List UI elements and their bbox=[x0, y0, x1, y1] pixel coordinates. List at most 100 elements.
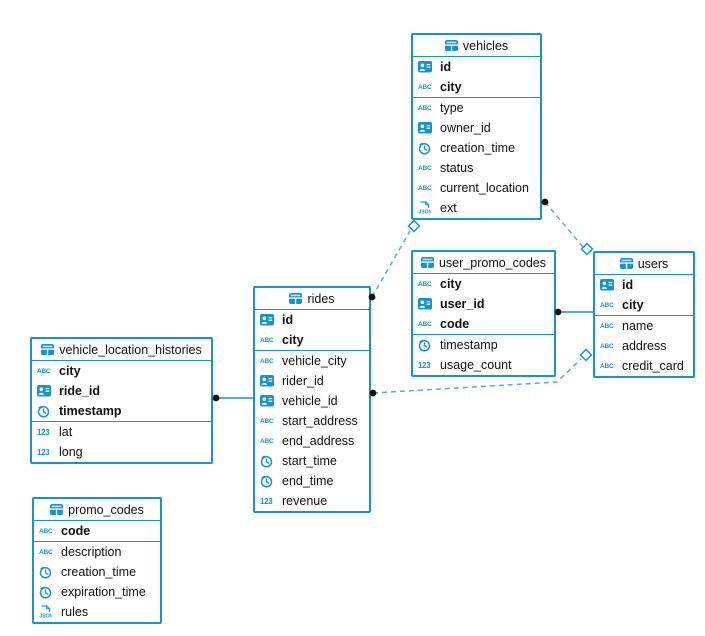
columns-section: timestamp 123 usage_count bbox=[413, 335, 554, 375]
column-row: ABC description bbox=[34, 542, 160, 562]
table-title: users bbox=[637, 256, 669, 271]
table-header[interactable]: vehicles bbox=[413, 35, 540, 57]
column-row: ride_id bbox=[32, 381, 211, 401]
column-row: ABC address bbox=[595, 336, 693, 356]
table-title: vehicles bbox=[462, 38, 509, 53]
text-abc-icon: ABC bbox=[418, 104, 432, 112]
svg-text:JSON: JSON bbox=[419, 210, 432, 215]
text-abc-icon: ABC bbox=[37, 367, 51, 375]
id-badge-icon bbox=[418, 122, 435, 134]
column-row: JSON ext bbox=[413, 198, 540, 218]
table-vehicle_location_histories[interactable]: vehicle_location_histories ABC city ride… bbox=[30, 337, 213, 464]
table-header[interactable]: promo_codes bbox=[34, 499, 160, 521]
table-header[interactable]: users bbox=[595, 253, 693, 275]
column-row: ABC end_address bbox=[255, 431, 369, 451]
column-row: 123 long bbox=[32, 442, 211, 462]
text-abc-icon: ABC bbox=[418, 280, 432, 288]
column-name: creation_time bbox=[61, 565, 137, 579]
column-name: vehicle_id bbox=[282, 394, 338, 408]
id-badge-icon bbox=[418, 298, 435, 310]
clock-icon bbox=[37, 405, 54, 418]
column-name: timestamp bbox=[59, 404, 122, 418]
table-icon bbox=[444, 40, 458, 51]
number-123-icon: 123 bbox=[260, 496, 273, 506]
column-row: timestamp bbox=[413, 335, 554, 355]
text-abc-icon: ABC bbox=[600, 301, 614, 309]
clock-icon bbox=[39, 566, 56, 579]
text-abc-icon: ABC bbox=[260, 417, 274, 425]
relation-diamond-endpoint bbox=[580, 242, 594, 256]
table-promo_codes[interactable]: promo_codes ABC code ABC description cre… bbox=[32, 497, 162, 624]
column-row: ABC name bbox=[595, 316, 693, 336]
table-header[interactable]: user_promo_codes bbox=[413, 252, 554, 274]
column-row: ABC code bbox=[413, 314, 554, 334]
column-row: timestamp bbox=[32, 401, 211, 421]
column-row: user_id bbox=[413, 294, 554, 314]
column-name: ride_id bbox=[59, 384, 100, 398]
relation-vehicle_location_histories-rides[interactable] bbox=[212, 394, 254, 402]
text-abc-icon: ABC bbox=[600, 322, 614, 330]
columns-section: ABC name ABC address ABC credit_card bbox=[595, 316, 693, 376]
primary-key-section: id ABC city bbox=[595, 275, 693, 316]
table-icon bbox=[41, 344, 55, 355]
relation-vehicles-users[interactable] bbox=[541, 198, 594, 256]
column-row: ABC city bbox=[413, 77, 540, 97]
column-name: city bbox=[440, 80, 462, 94]
column-name: usage_count bbox=[440, 358, 512, 372]
column-name: city bbox=[282, 333, 304, 347]
table-header[interactable]: vehicle_location_histories bbox=[32, 339, 211, 361]
column-name: name bbox=[622, 319, 654, 333]
relation-user_promo_codes-users[interactable] bbox=[554, 308, 594, 316]
table-header[interactable]: rides bbox=[255, 288, 369, 310]
column-row: end_time bbox=[255, 471, 369, 491]
table-vehicles[interactable]: vehicles id ABC city ABC type owner_id c… bbox=[411, 33, 542, 220]
id-badge-icon bbox=[260, 375, 277, 387]
primary-key-section: ABC city ride_id timestamp bbox=[32, 361, 211, 422]
text-abc-icon: ABC bbox=[600, 342, 614, 350]
clock-icon bbox=[418, 142, 435, 155]
text-abc-icon: ABC bbox=[418, 83, 432, 91]
column-name: city bbox=[59, 364, 81, 378]
column-row: 123 revenue bbox=[255, 491, 369, 511]
column-row: ABC credit_card bbox=[595, 356, 693, 376]
relation-diamond-endpoint bbox=[579, 348, 593, 362]
column-name: id bbox=[622, 278, 634, 292]
column-name: code bbox=[61, 524, 91, 538]
relation-line[interactable] bbox=[544, 201, 584, 248]
table-title: rides bbox=[307, 291, 335, 306]
relation-dot-endpoint bbox=[541, 198, 549, 206]
text-abc-icon: ABC bbox=[418, 164, 432, 172]
columns-section: 123 lat 123 long bbox=[32, 422, 211, 462]
text-abc-icon: ABC bbox=[260, 357, 274, 365]
relation-line[interactable] bbox=[371, 230, 411, 298]
column-row: ABC city bbox=[413, 274, 554, 294]
column-name: long bbox=[59, 445, 83, 459]
text-abc-icon: ABC bbox=[39, 548, 53, 556]
number-123-icon: 123 bbox=[37, 427, 50, 437]
svg-text:JSON: JSON bbox=[40, 614, 53, 619]
column-row: ABC city bbox=[595, 295, 693, 315]
column-row: ABC code bbox=[34, 521, 160, 541]
table-icon bbox=[619, 258, 633, 269]
table-rides[interactable]: rides id ABC city ABC vehicle_city rider… bbox=[253, 286, 371, 513]
primary-key-section: id ABC city bbox=[255, 310, 369, 351]
number-123-icon: 123 bbox=[418, 360, 431, 370]
column-row: ABC start_address bbox=[255, 411, 369, 431]
column-row: ABC city bbox=[32, 361, 211, 381]
column-row: creation_time bbox=[413, 138, 540, 158]
column-row: id bbox=[413, 57, 540, 77]
column-row: vehicle_id bbox=[255, 391, 369, 411]
column-name: current_location bbox=[440, 181, 529, 195]
column-name: ext bbox=[440, 201, 457, 215]
relation-dot-endpoint bbox=[212, 394, 220, 402]
json-icon: JSON bbox=[39, 605, 56, 619]
column-name: city bbox=[440, 277, 462, 291]
text-abc-icon: ABC bbox=[39, 527, 53, 535]
column-name: vehicle_city bbox=[282, 354, 347, 368]
column-name: rules bbox=[61, 605, 89, 619]
table-user_promo_codes[interactable]: user_promo_codes ABC city user_id ABC co… bbox=[411, 250, 556, 377]
text-abc-icon: ABC bbox=[418, 184, 432, 192]
table-users[interactable]: users id ABC city ABC name ABC address A… bbox=[593, 251, 695, 378]
column-name: owner_id bbox=[440, 121, 491, 135]
